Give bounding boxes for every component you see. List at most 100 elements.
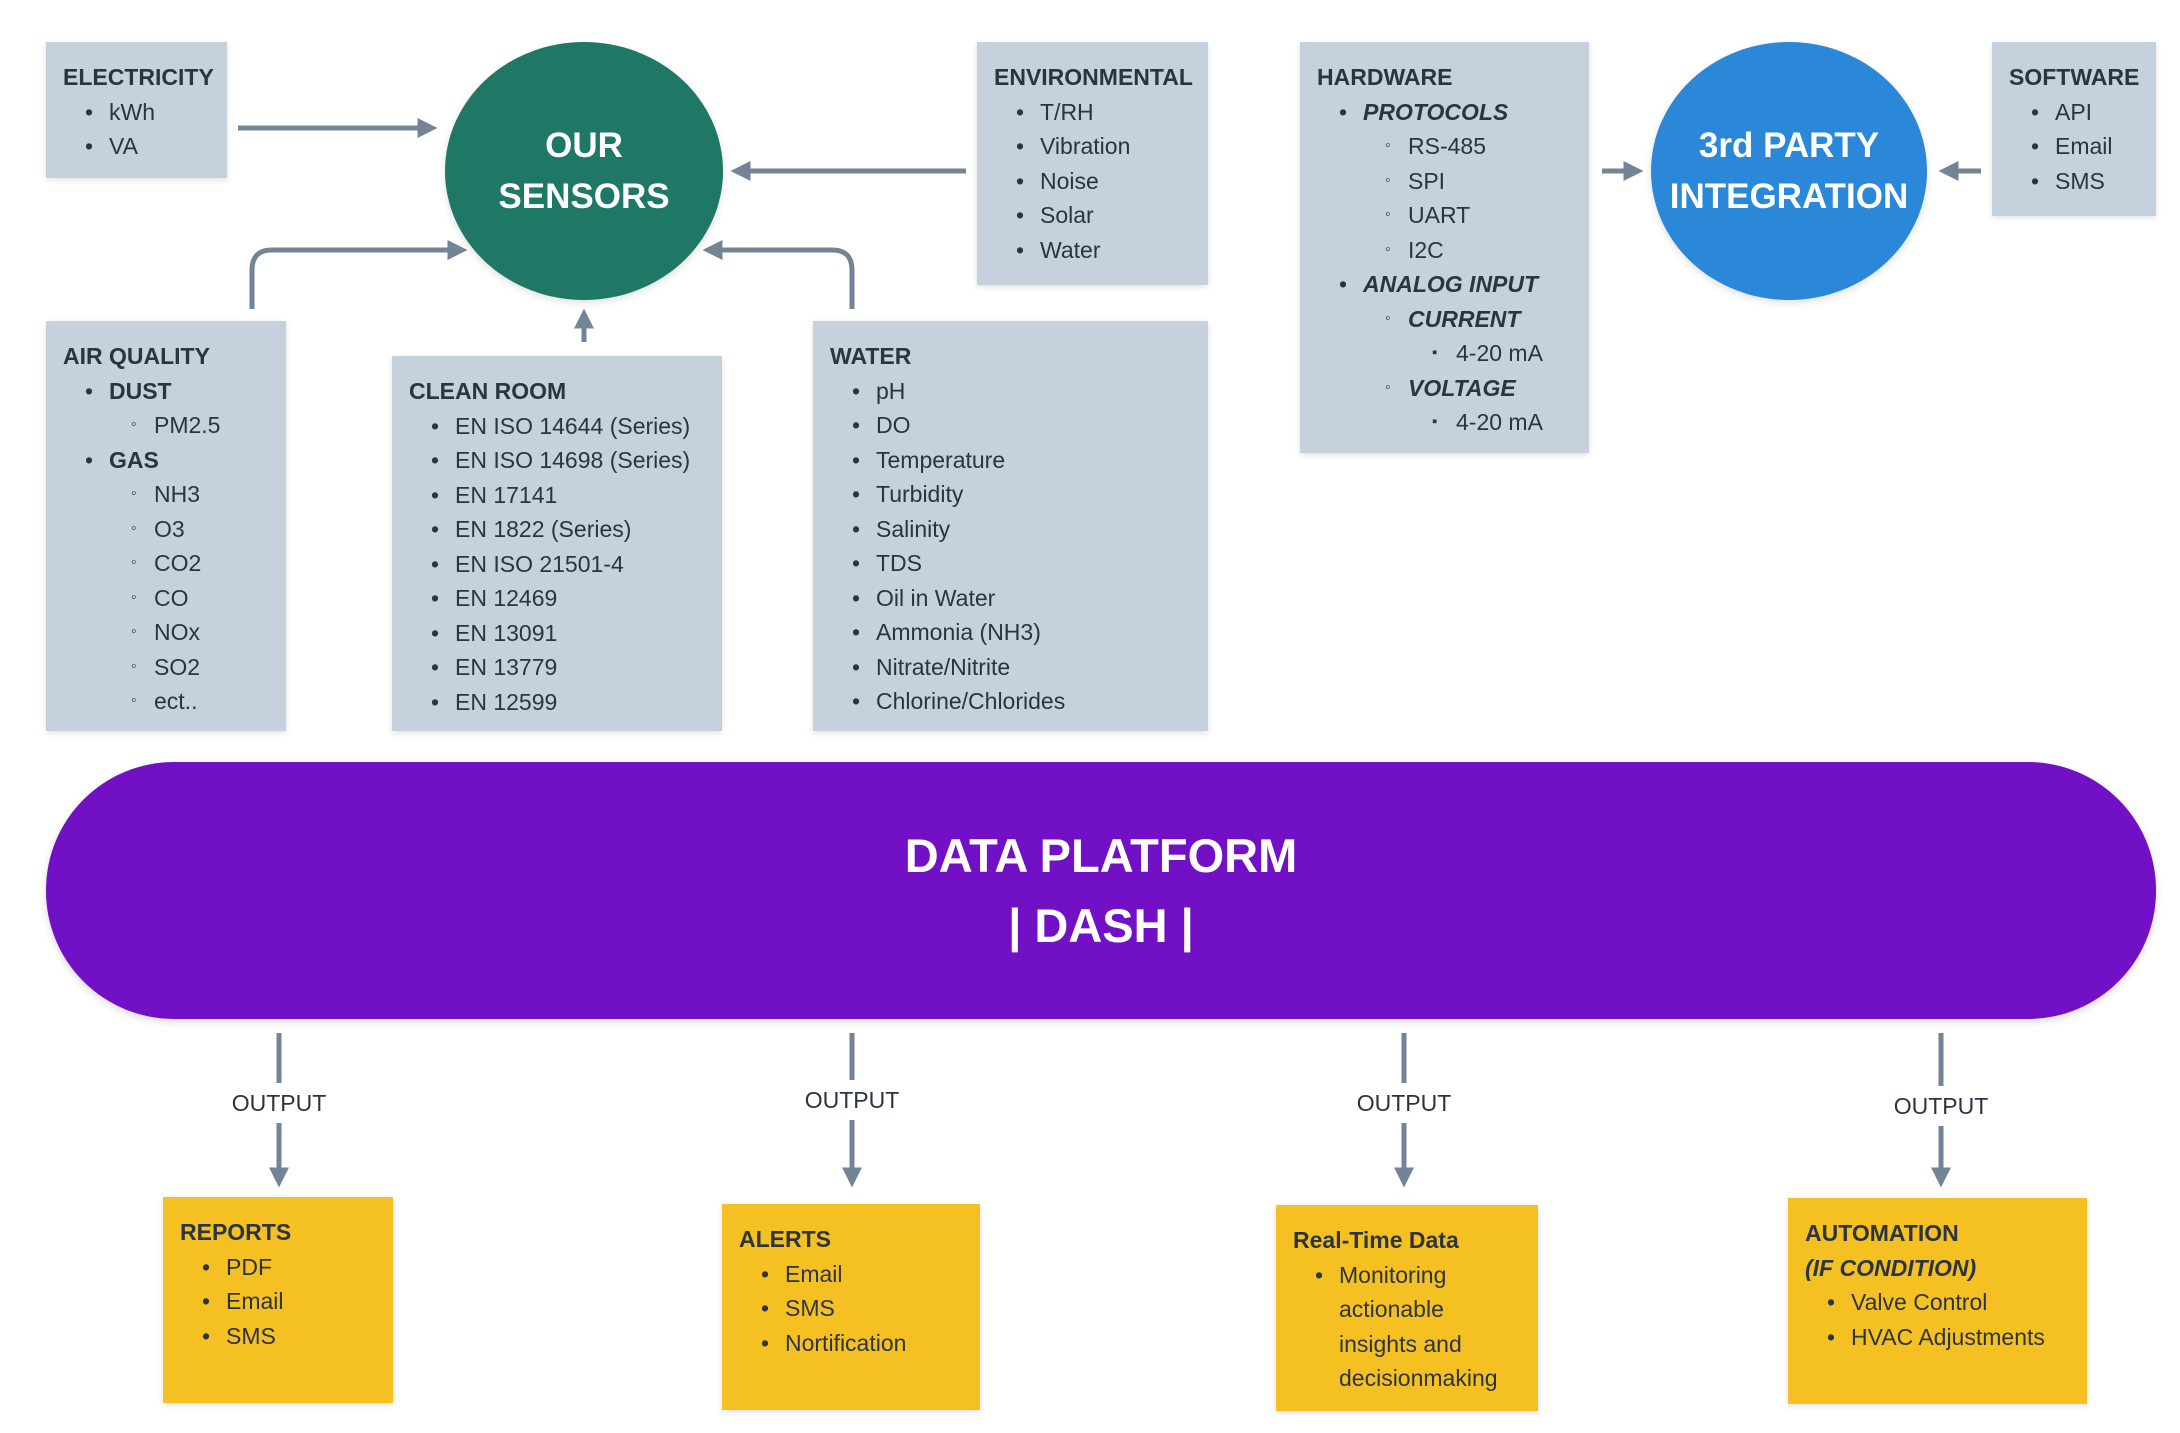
list-item: ◦ NH3 xyxy=(63,477,276,512)
list-item: •Noise xyxy=(994,164,1198,199)
list-item: • pH xyxy=(830,374,1198,409)
list-item-text: ANALOG INPUT xyxy=(1363,271,1539,297)
cleanroom-box: CLEAN ROOM • EN ISO 14644 (Series) • EN ISO … xyxy=(392,356,722,731)
arrow-water-to-sensors xyxy=(702,240,855,309)
list-item: •PROTOCOLS xyxy=(1317,95,1579,130)
list-item: • EN 1822 (Series) xyxy=(409,512,712,547)
list-item: •Solar xyxy=(994,198,1198,233)
bullet-icon: • xyxy=(1016,236,1025,263)
list-item-text: SMS xyxy=(226,1322,276,1349)
list-item-text: T/RH xyxy=(1040,98,1094,125)
list-item-text: EN 17141 xyxy=(455,481,558,508)
bullet-icon: • xyxy=(852,377,861,404)
list-item: •GAS xyxy=(63,443,276,478)
bullet-icon: ◦ xyxy=(131,485,137,502)
list-item-text: Monitoring xyxy=(1339,1261,1447,1288)
list-item-text: EN 13779 xyxy=(455,654,558,680)
bullet-icon: • xyxy=(431,550,440,577)
bullet-icon: • xyxy=(2031,167,2040,194)
list-item: •EN 13779 xyxy=(409,650,712,685)
list-item: •EN 12599 xyxy=(409,685,712,720)
list-item-text: O3 xyxy=(154,515,185,542)
data-platform-node: DATA PLATFORM | DASH | xyxy=(46,762,2156,1019)
list-item-text: Oil in Water xyxy=(876,584,996,611)
list-item: insights and xyxy=(1293,1327,1528,1362)
hardware-box: HARDWARE•PROTOCOLS◦RS-485◦SPI◦UART◦I2C•A… xyxy=(1300,42,1589,453)
water-box: WATER•pH•DO•Temperature•Turbidity•Salini… xyxy=(813,321,1208,731)
arrow-air-to-sensors xyxy=(249,240,468,309)
list-item: •HVAC Adjustments xyxy=(1805,1320,2077,1355)
list-item-text: GAS xyxy=(109,446,159,473)
bullet-icon: • xyxy=(1016,133,1025,159)
list-item: ◦CURRENT xyxy=(1317,302,1579,337)
list-item-text: EN 1822 (Series) xyxy=(455,516,632,542)
bullet-icon: • xyxy=(852,446,861,473)
bullet-icon: • xyxy=(2031,133,2040,159)
list-item-text: Salinity xyxy=(876,515,951,542)
bullet-icon: • xyxy=(761,1260,770,1287)
list-item: • EN 12469 xyxy=(409,581,712,616)
list-item-text: EN ISO 21501-4 xyxy=(455,550,624,577)
list-item: ◦SO2 xyxy=(63,650,276,685)
bullet-icon: • xyxy=(852,653,861,680)
list-item-text: SO2 xyxy=(154,653,201,680)
list-item-text: Noise xyxy=(1040,167,1099,194)
bullet-icon: ◦ xyxy=(1385,378,1391,396)
air-title: AIR QUALITY xyxy=(63,343,210,369)
list-item-text: Email xyxy=(2055,133,2113,159)
list-item: • Chlorine/Chlorides xyxy=(830,684,1198,719)
list-item: ▪4-20 mA xyxy=(1317,405,1579,440)
bullet-icon: • xyxy=(852,688,861,714)
list-item-text: PM2.5 xyxy=(154,412,221,438)
bullet-icon: • xyxy=(431,516,440,542)
list-item-text: decisionmaking xyxy=(1339,1365,1498,1391)
list-item-text: Chlorine/Chlorides xyxy=(876,688,1066,714)
list-item-text: VA xyxy=(109,133,138,159)
alerts-box: ALERTS•Email•SMS•Nortification xyxy=(722,1204,980,1410)
list-item-text: EN ISO 14644 (Series) xyxy=(455,412,691,439)
list-item: •DO xyxy=(830,408,1198,443)
list-item: •SMS xyxy=(739,1291,970,1326)
bullet-icon: • xyxy=(431,412,440,439)
bullet-icon: • xyxy=(431,619,440,646)
list-item-text: 4-20 mA xyxy=(1456,340,1543,366)
list-item-text: EN 13091 xyxy=(455,619,558,646)
list-item-text: CURRENT xyxy=(1408,305,1521,332)
list-item-text: insights and xyxy=(1339,1330,1462,1357)
list-item-text: pH xyxy=(876,377,906,404)
list-item: •DUST xyxy=(63,374,276,409)
list-item-text: PROTOCOLS xyxy=(1363,98,1509,125)
alerts-title: ALERTS xyxy=(739,1226,831,1252)
list-item-text: Solar xyxy=(1040,202,1094,228)
list-item: •VA xyxy=(63,129,217,164)
bullet-icon: ▪ xyxy=(1432,344,1438,361)
bullet-icon: • xyxy=(431,481,440,508)
list-item-text: PDF xyxy=(226,1253,272,1280)
bullet-icon: • xyxy=(431,447,440,473)
bullet-icon: • xyxy=(431,688,440,715)
list-item: • EN ISO 21501-4 xyxy=(409,547,712,582)
output-label: OUTPUT xyxy=(1324,1089,1484,1117)
list-item: •TDS xyxy=(830,546,1198,581)
list-item-text: EN 12469 xyxy=(455,585,558,611)
list-item: •Nortification xyxy=(739,1326,970,1361)
list-item: ◦I2C xyxy=(1317,233,1579,268)
bullet-icon: • xyxy=(431,585,440,611)
bullet-icon: • xyxy=(85,98,94,125)
bullet-icon: • xyxy=(1339,271,1348,297)
list-item-text: Ammonia (NH3) xyxy=(876,619,1041,645)
list-item-text: NH3 xyxy=(154,481,201,507)
our-sensors-node: OUR SENSORS xyxy=(445,42,723,300)
water-title: WATER xyxy=(830,343,912,369)
list-item-text: actionable xyxy=(1339,1296,1444,1322)
list-item: •PDF xyxy=(180,1250,383,1285)
reports-title: REPORTS xyxy=(180,1219,292,1245)
list-item-text: CO xyxy=(154,584,189,611)
list-item-text: SMS xyxy=(785,1295,835,1321)
bullet-icon: ◦ xyxy=(1385,206,1391,223)
list-item: •Nitrate/Nitrite xyxy=(830,650,1198,685)
list-item: ◦O3 xyxy=(63,512,276,547)
cleanroom-title: CLEAN ROOM xyxy=(409,378,567,404)
